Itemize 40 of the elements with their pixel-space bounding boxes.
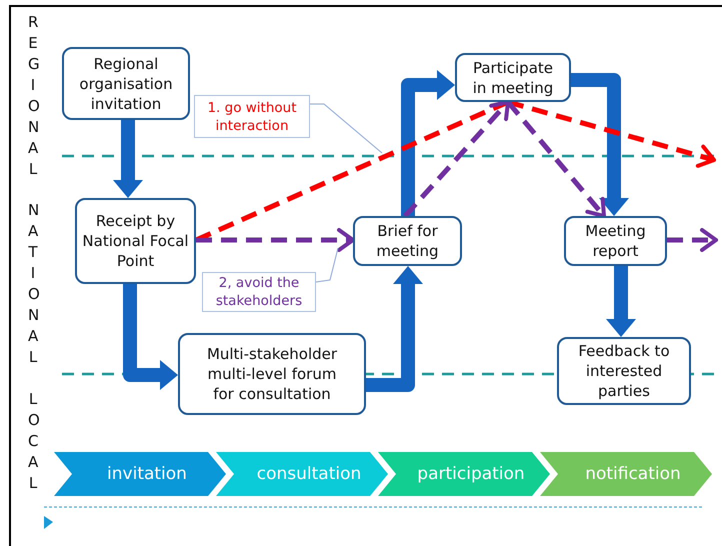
callout-box [194, 95, 310, 138]
step-label: consultation [256, 464, 362, 484]
process-box [353, 216, 462, 266]
flow-arrow [401, 70, 455, 216]
lane-label: NATIONAL [28, 200, 38, 368]
process-box [75, 198, 196, 284]
process-box [62, 47, 190, 120]
flow-arrow [366, 266, 423, 392]
flow-arrow [123, 284, 178, 390]
box-text: Brief for meeting [375, 221, 440, 261]
callout-text: 1. go without interaction [206, 98, 298, 134]
dashed-arrow [506, 100, 606, 218]
box-text: Meeting report [584, 221, 647, 261]
process-box [564, 216, 667, 266]
dashed-arrow [403, 100, 510, 218]
leader-line [310, 104, 382, 154]
chevron-step [216, 452, 388, 496]
box-text: Regional organisation invitation [78, 54, 174, 114]
flow-arrow [606, 266, 636, 337]
chevron-step [540, 452, 712, 496]
box-text: Receipt by National Focal Point [81, 211, 190, 271]
process-box [557, 337, 691, 405]
dashed-arrow [667, 228, 718, 252]
dashed-arrow [196, 228, 355, 252]
callout-text: 2, avoid the stakeholders [214, 274, 304, 310]
box-text: Multi-stakeholder multi-level forum for consultation [206, 344, 338, 404]
flow-arrow [113, 120, 143, 198]
lane-label: LOCAL [28, 389, 38, 494]
step-label: participation [416, 464, 525, 484]
chevron-step [378, 452, 550, 496]
callout-box [202, 272, 316, 312]
step-label: notification [584, 464, 681, 484]
process-box [455, 53, 571, 102]
step-label: invitation [106, 464, 187, 484]
process-box [178, 333, 366, 415]
box-text: Participate in meeting [472, 58, 554, 98]
box-text: Feedback to interested parties [577, 341, 671, 401]
leader-line [316, 248, 338, 282]
chevron-step [54, 452, 226, 496]
lane-label: REGIONAL [28, 12, 38, 180]
